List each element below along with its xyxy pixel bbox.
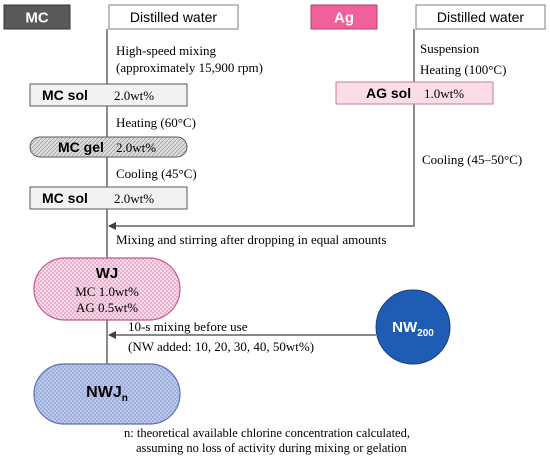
mc-sol-2-conc: 2.0wt%	[114, 191, 154, 206]
mc-label: MC	[25, 10, 48, 27]
nwj-label: NWJn	[86, 384, 128, 404]
step-cooling-45: Cooling (45°C)	[116, 166, 197, 181]
ag-box: Ag	[310, 4, 378, 30]
distilled-water-label-right: Distilled water	[437, 9, 524, 25]
footnote-line-1: n: theoretical available chlorine concen…	[124, 426, 410, 440]
step-heating-100: Heating (100°C)	[420, 62, 506, 77]
wj-ag-conc: AG 0.5wt%	[76, 300, 138, 315]
step-heating-60: Heating (60°C)	[116, 115, 196, 130]
mc-gel-label: MC gel	[58, 139, 104, 155]
mc-sol-box-1: MC sol 2.0wt%	[29, 83, 188, 107]
wj-label: WJ	[96, 265, 119, 282]
step-cooling-45-50: Cooling (45–50°C)	[422, 152, 522, 167]
ag-sol-conc: 1.0wt%	[424, 86, 464, 101]
ag-sol-box: AG sol 1.0wt%	[335, 81, 494, 105]
wj-mc-conc: MC 1.0wt%	[75, 284, 139, 299]
mc-sol-2-label: MC sol	[42, 190, 88, 206]
distilled-water-box-right: Distilled water	[415, 4, 546, 30]
step-suspension: Suspension	[420, 41, 480, 56]
mc-gel-conc: 2.0wt%	[116, 140, 156, 155]
ag-sol-label: AG sol	[366, 85, 411, 101]
nw200-label: NW200	[392, 319, 434, 339]
mc-sol-box-2: MC sol 2.0wt%	[29, 186, 188, 210]
wj-node: WJ MC 1.0wt% AG 0.5wt%	[33, 257, 181, 321]
distilled-water-box-left: Distilled water	[108, 4, 239, 30]
nwj-node: NWJn	[33, 363, 181, 425]
step-mixing-stirring: Mixing and stirring after dropping in eq…	[116, 232, 386, 247]
distilled-water-label-left: Distilled water	[130, 9, 217, 25]
mc-box: MC	[3, 4, 71, 30]
mc-sol-1-label: MC sol	[42, 87, 88, 103]
connectors	[106, 29, 415, 364]
footnote-line-2: assuming no loss of activity during mixi…	[136, 441, 408, 455]
step-nw-added: (NW added: 10, 20, 30, 40, 50wt%)	[128, 339, 314, 354]
mc-gel-box: MC gel 2.0wt%	[29, 136, 188, 158]
step-high-speed-mixing: High-speed mixing	[116, 43, 217, 58]
mc-sol-1-conc: 2.0wt%	[114, 88, 154, 103]
nw200-node: NW200	[375, 289, 451, 365]
step-high-speed-rpm: (approximately 15,900 rpm)	[116, 60, 263, 75]
connector-agsol-to-merge	[108, 104, 415, 230]
step-10s-mixing: 10-s mixing before use	[128, 319, 248, 334]
ag-label: Ag	[334, 10, 354, 27]
